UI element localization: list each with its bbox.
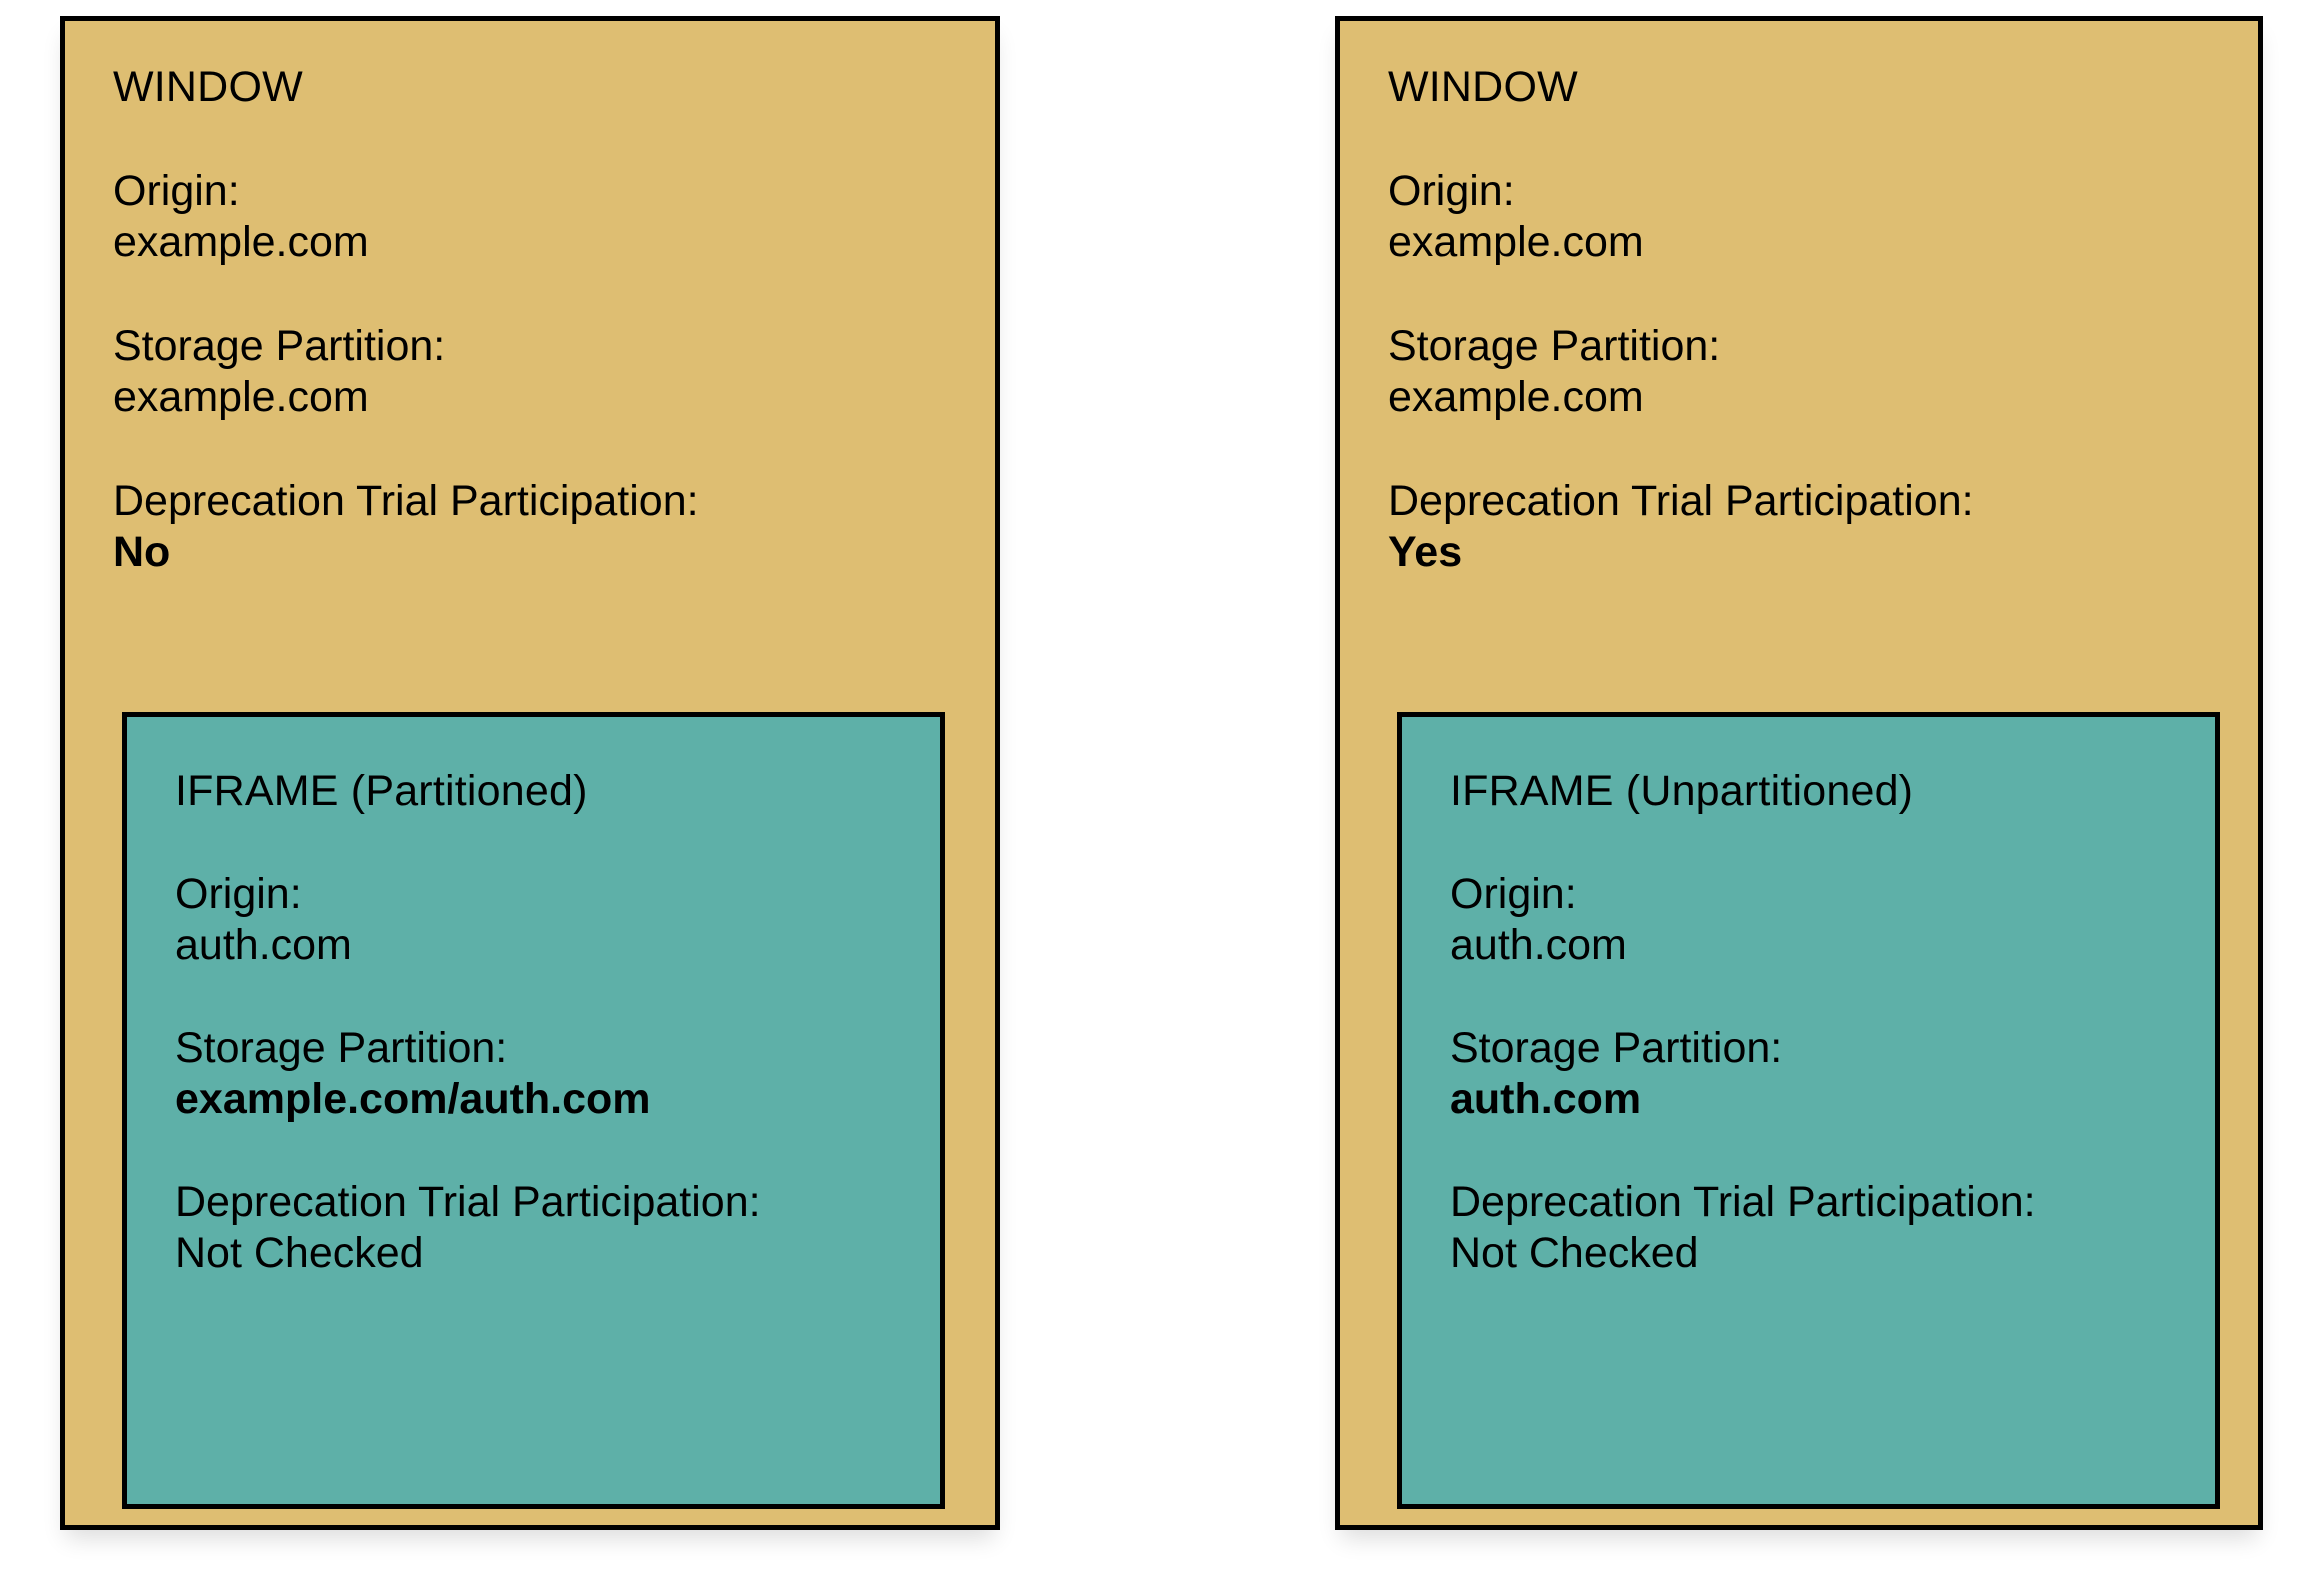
window-panel-right: WINDOW Origin: example.com Storage Parti… (1335, 16, 2263, 1530)
window-heading: WINDOW (113, 63, 303, 111)
window-origin-label: Origin: (113, 167, 240, 215)
iframe-storage-partition-label: Storage Partition: (1450, 1024, 1783, 1072)
window-deprecation-trial-value: No (113, 528, 171, 576)
iframe-heading: IFRAME (Partitioned) (175, 767, 588, 815)
iframe-deprecation-trial-field: Deprecation Trial Participation: Not Che… (1450, 1177, 2195, 1279)
window-origin-field: Origin: example.com (1388, 166, 2238, 268)
iframe-deprecation-trial-value: Not Checked (175, 1229, 424, 1277)
iframe-storage-partition-value: auth.com (1450, 1075, 1642, 1123)
window-panel-left: WINDOW Origin: example.com Storage Parti… (60, 16, 1000, 1530)
window-storage-partition-field: Storage Partition: example.com (113, 321, 975, 423)
window-origin-label: Origin: (1388, 167, 1515, 215)
window-content-right: WINDOW Origin: example.com Storage Parti… (1388, 61, 2238, 578)
window-deprecation-trial-field: Deprecation Trial Participation: No (113, 476, 975, 578)
iframe-origin-label: Origin: (175, 870, 302, 918)
window-deprecation-trial-label: Deprecation Trial Participation: (113, 477, 699, 525)
window-storage-partition-value: example.com (1388, 373, 1644, 421)
iframe-deprecation-trial-value: Not Checked (1450, 1229, 1699, 1277)
iframe-storage-partition-field: Storage Partition: auth.com (1450, 1023, 2195, 1125)
iframe-storage-partition-label: Storage Partition: (175, 1024, 508, 1072)
iframe-origin-field: Origin: auth.com (175, 869, 920, 971)
iframe-origin-value: auth.com (1450, 921, 1627, 969)
window-storage-partition-label: Storage Partition: (1388, 322, 1721, 370)
window-storage-partition-field: Storage Partition: example.com (1388, 321, 2238, 423)
iframe-content-left: IFRAME (Partitioned) Origin: auth.com St… (175, 765, 920, 1279)
window-deprecation-trial-field: Deprecation Trial Participation: Yes (1388, 476, 2238, 578)
iframe-heading: IFRAME (Unpartitioned) (1450, 767, 1914, 815)
window-deprecation-trial-label: Deprecation Trial Participation: (1388, 477, 1974, 525)
iframe-panel-right: IFRAME (Unpartitioned) Origin: auth.com … (1397, 712, 2220, 1509)
window-content-left: WINDOW Origin: example.com Storage Parti… (113, 61, 975, 578)
iframe-origin-field: Origin: auth.com (1450, 869, 2195, 971)
window-deprecation-trial-value: Yes (1388, 528, 1463, 576)
window-origin-field: Origin: example.com (113, 166, 975, 268)
window-origin-value: example.com (113, 218, 369, 266)
iframe-content-right: IFRAME (Unpartitioned) Origin: auth.com … (1450, 765, 2195, 1279)
iframe-deprecation-trial-label: Deprecation Trial Participation: (1450, 1178, 2036, 1226)
iframe-deprecation-trial-field: Deprecation Trial Participation: Not Che… (175, 1177, 920, 1279)
iframe-storage-partition-value: example.com/auth.com (175, 1075, 651, 1123)
window-origin-value: example.com (1388, 218, 1644, 266)
iframe-origin-value: auth.com (175, 921, 352, 969)
window-heading: WINDOW (1388, 63, 1578, 111)
window-storage-partition-value: example.com (113, 373, 369, 421)
window-storage-partition-label: Storage Partition: (113, 322, 446, 370)
iframe-panel-left: IFRAME (Partitioned) Origin: auth.com St… (122, 712, 945, 1509)
iframe-deprecation-trial-label: Deprecation Trial Participation: (175, 1178, 761, 1226)
iframe-origin-label: Origin: (1450, 870, 1577, 918)
iframe-storage-partition-field: Storage Partition: example.com/auth.com (175, 1023, 920, 1125)
